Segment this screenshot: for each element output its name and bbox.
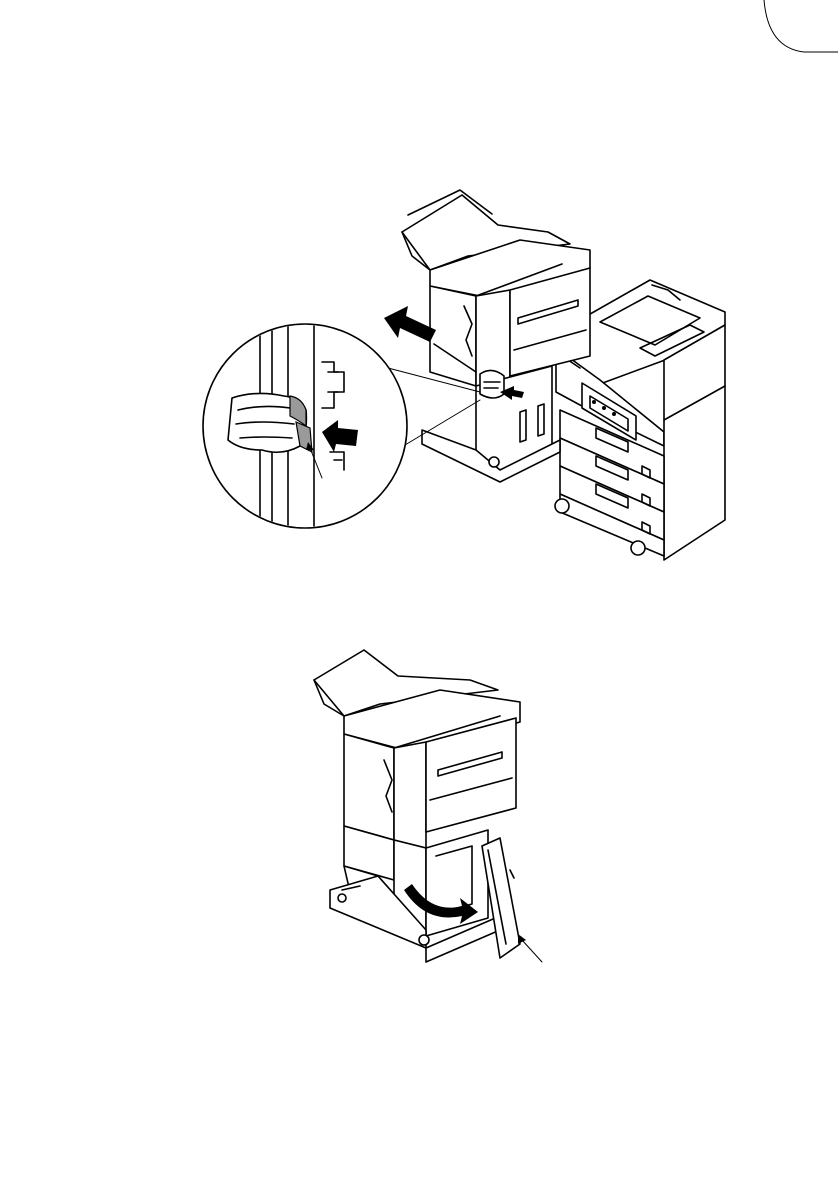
- latch-detail-magnifier: [203, 320, 407, 530]
- pull-direction-arrow-icon: [384, 306, 436, 342]
- finisher-unit-open: [314, 650, 520, 962]
- finisher-door-illustration: [0, 620, 838, 980]
- finisher-slide-illustration: [0, 0, 838, 600]
